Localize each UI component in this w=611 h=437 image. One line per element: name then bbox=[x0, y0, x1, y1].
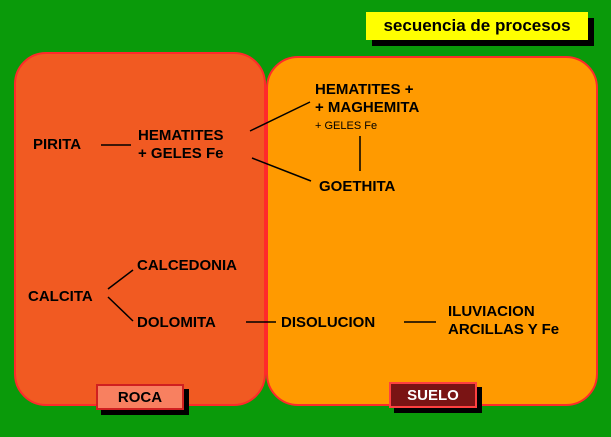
node-hematites-maghemita: HEMATITES + + MAGHEMITA bbox=[315, 81, 419, 117]
node-iluviacion-line1: ILUVIACION bbox=[448, 303, 535, 320]
line-calcita-dolomita bbox=[107, 296, 134, 322]
suelo-button-wrap[interactable]: SUELO bbox=[389, 382, 483, 415]
diagram-title: secuencia de procesos bbox=[366, 12, 588, 40]
node-iluviacion: ILUVIACION ARCILLAS Y Fe bbox=[448, 303, 559, 339]
node-hematites-maghemita-line1: HEMATITES + bbox=[315, 81, 414, 98]
node-dolomita: DOLOMITA bbox=[137, 314, 216, 331]
line-hematites-goethita bbox=[251, 157, 312, 182]
node-calcedonia: CALCEDONIA bbox=[137, 257, 237, 274]
node-hematites-geles-line1: HEMATITES bbox=[138, 127, 224, 144]
line-hematites-maghemita bbox=[249, 101, 311, 132]
suelo-button[interactable]: SUELO bbox=[389, 382, 477, 408]
roca-button-wrap[interactable]: ROCA bbox=[96, 384, 190, 417]
title-box: secuencia de procesos bbox=[366, 12, 596, 46]
line-calcita-calcedonia bbox=[107, 269, 134, 290]
node-hematites-geles: HEMATITES + GELES Fe bbox=[138, 127, 224, 163]
rock-panel bbox=[14, 52, 266, 406]
node-hematites-geles-line2: + GELES Fe bbox=[138, 145, 224, 162]
node-disolucion: DISOLUCION bbox=[281, 314, 376, 331]
node-calcita: CALCITA bbox=[28, 288, 93, 305]
soil-panel bbox=[266, 56, 598, 406]
node-iluviacion-line2: ARCILLAS Y Fe bbox=[448, 321, 560, 338]
roca-button[interactable]: ROCA bbox=[96, 384, 184, 410]
node-hematites-maghemita-line2: + MAGHEMITA bbox=[315, 99, 420, 116]
node-geles-fe-small: + GELES Fe bbox=[315, 120, 378, 132]
node-pirita: PIRITA bbox=[33, 136, 82, 153]
node-goethita: GOETHITA bbox=[319, 178, 396, 195]
